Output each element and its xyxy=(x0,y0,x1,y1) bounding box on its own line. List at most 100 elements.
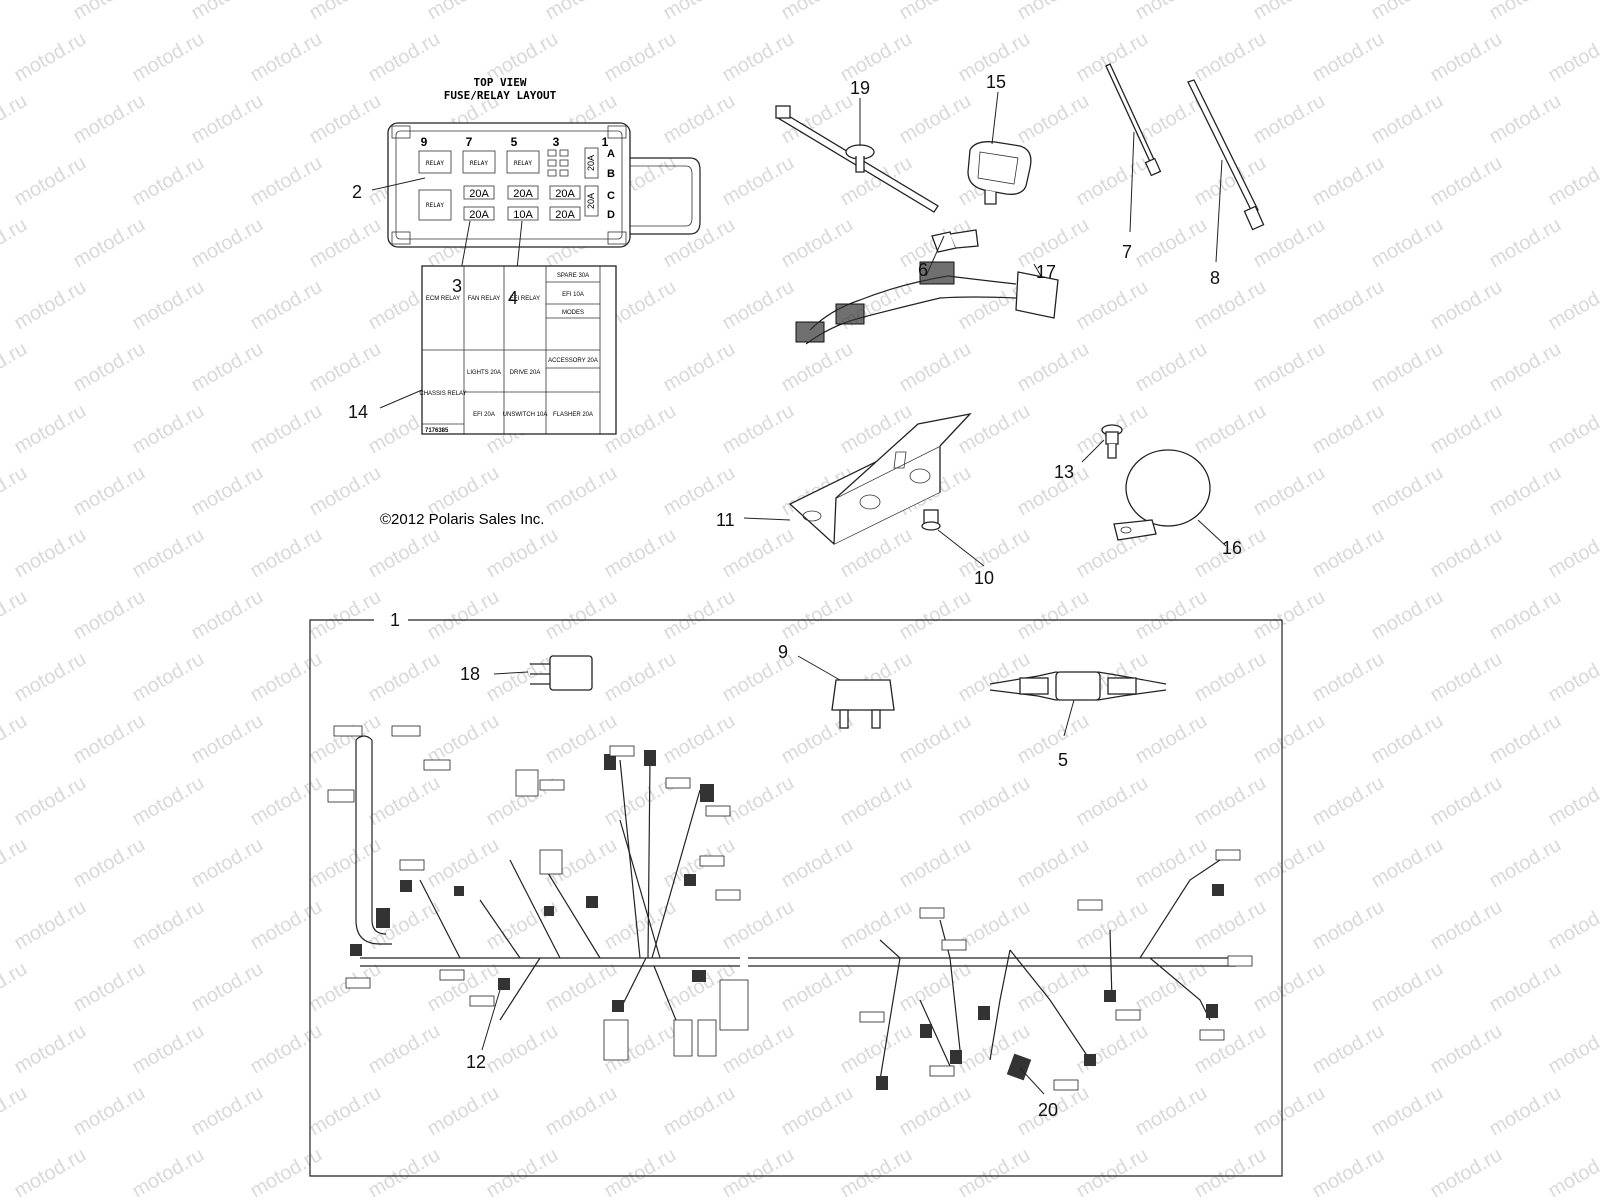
watermark-text: motod.ru xyxy=(306,338,385,397)
watermark-text: motod.ru xyxy=(1309,400,1388,459)
label-cell-fan-relay: FAN RELAY xyxy=(468,296,501,302)
watermark-text: motod.ru xyxy=(896,1082,975,1141)
watermark-text: motod.ru xyxy=(837,1144,916,1200)
watermark-text: motod.ru xyxy=(542,586,621,645)
label-cell-efi-10a: EFI 10A xyxy=(562,292,584,298)
watermark-text: motod.ru xyxy=(896,90,975,149)
watermark-text: motod.ru xyxy=(1073,772,1152,831)
row-letter-b: B xyxy=(607,168,615,180)
watermark-text: motod.ru xyxy=(1427,648,1506,707)
copyright-notice: ©2012 Polaris Sales Inc. xyxy=(380,511,544,528)
label-part-number: 7176385 xyxy=(425,428,449,434)
callout-8: 8 xyxy=(1210,268,1220,288)
watermark-text: motod.ru xyxy=(247,400,326,459)
watermark-text: motod.ru xyxy=(11,28,90,87)
watermark-text: motod.ru xyxy=(188,0,267,24)
watermark-text: motod.ru xyxy=(1250,462,1329,521)
watermark-text: motod.ru xyxy=(1427,276,1506,335)
watermark-text: motod.ru xyxy=(896,710,975,769)
watermark-text: motod.ru xyxy=(365,28,444,87)
cable-tie-small xyxy=(1105,63,1162,233)
inline-fuse-holder xyxy=(989,671,1167,737)
watermark-text: motod.ru xyxy=(1486,710,1565,769)
watermark-text: motod.ru xyxy=(1486,0,1565,24)
watermark-text: motod.ru xyxy=(1427,1144,1506,1200)
screw xyxy=(921,509,985,567)
harness-clip xyxy=(967,91,1032,205)
watermark-text: motod.ru xyxy=(0,0,31,24)
watermark-text: motod.ru xyxy=(1427,152,1506,211)
watermark-text: motod.ru xyxy=(601,896,680,955)
watermark-text: motod.ru xyxy=(1368,710,1447,769)
watermark-text: motod.ru xyxy=(1545,772,1600,831)
relay-label-4: RELAY xyxy=(514,160,532,167)
watermark-text: motod.ru xyxy=(188,710,267,769)
watermark-text: motod.ru xyxy=(896,586,975,645)
watermark-text: motod.ru xyxy=(11,648,90,707)
label-cell-lights: LIGHTS 20A xyxy=(467,370,501,376)
side-fuse-2: 20A xyxy=(586,193,596,209)
watermark-text: motod.ru xyxy=(542,1082,621,1141)
watermark-text: motod.ru xyxy=(365,1144,444,1200)
watermark-text: motod.ru xyxy=(660,214,739,273)
watermark-text: motod.ru xyxy=(247,648,326,707)
callout-6: 6 xyxy=(918,260,928,280)
watermark-text: motod.ru xyxy=(1309,1020,1388,1079)
label-cell-efi-relay: EFI RELAY xyxy=(510,296,540,302)
watermark-text: motod.ru xyxy=(1309,772,1388,831)
watermark-text: motod.ru xyxy=(1368,958,1447,1017)
watermark-text: motod.ru xyxy=(1132,710,1211,769)
watermark-text: motod.ru xyxy=(424,710,503,769)
watermark-text: motod.ru xyxy=(11,276,90,335)
watermark-text: motod.ru xyxy=(1486,586,1565,645)
watermark-text: motod.ru xyxy=(365,524,444,583)
watermark-text: motod.ru xyxy=(1427,1020,1506,1079)
watermark-text: motod.ru xyxy=(778,338,857,397)
watermark-text: motod.ru xyxy=(542,0,621,24)
watermark-text: motod.ru xyxy=(1486,90,1565,149)
row-letter-c: C xyxy=(607,190,615,202)
harness-subassembly xyxy=(795,261,1059,345)
watermark-text: motod.ru xyxy=(0,214,31,273)
fuse-position-5: 5 xyxy=(511,135,518,149)
watermark-text: motod.ru xyxy=(1368,0,1447,24)
relay-component xyxy=(493,655,593,691)
watermark-text: motod.ru xyxy=(778,0,857,24)
fuse-row1-2: 20A xyxy=(513,188,533,200)
watermark-text: motod.ru xyxy=(188,958,267,1017)
callout-2: 2 xyxy=(352,182,362,202)
watermark-text: motod.ru xyxy=(1191,276,1270,335)
watermark-text: motod.ru xyxy=(1486,958,1565,1017)
watermark-text: motod.ru xyxy=(719,772,798,831)
watermark-text: motod.ru xyxy=(0,462,31,521)
fuse-position-3: 3 xyxy=(553,135,560,149)
watermark-text: motod.ru xyxy=(1014,586,1093,645)
watermark-text: motod.ru xyxy=(1545,896,1600,955)
watermark-text: motod.ru xyxy=(1545,276,1600,335)
watermark-text: motod.ru xyxy=(1427,772,1506,831)
watermark-text: motod.ru xyxy=(129,648,208,707)
watermark-text: motod.ru xyxy=(1545,1144,1600,1200)
watermark-text: motod.ru xyxy=(1132,338,1211,397)
watermark-text: motod.ru xyxy=(247,1020,326,1079)
watermark-text: motod.ru xyxy=(1073,1144,1152,1200)
watermark-text: motod.ru xyxy=(1368,90,1447,149)
watermark-text: motod.ru xyxy=(188,214,267,273)
callout-5: 5 xyxy=(1058,750,1068,770)
row-letter-a: A xyxy=(607,148,615,160)
watermark-text: motod.ru xyxy=(306,462,385,521)
watermark-text: motod.ru xyxy=(778,834,857,893)
watermark-text: motod.ru xyxy=(1427,524,1506,583)
watermark-text: motod.ru xyxy=(247,524,326,583)
watermark-text: motod.ru xyxy=(483,524,562,583)
watermark-text: motod.ru xyxy=(11,896,90,955)
watermark-text: motod.ru xyxy=(837,28,916,87)
watermark-text: motod.ru xyxy=(719,152,798,211)
watermark-text: motod.ru xyxy=(247,772,326,831)
relay-label-1: RELAY xyxy=(426,160,444,167)
watermark-text: motod.ru xyxy=(1368,834,1447,893)
watermark-text: motod.ru xyxy=(247,152,326,211)
label-cell-drive: DRIVE 20A xyxy=(510,370,541,376)
callout-20: 20 xyxy=(1038,1100,1058,1120)
